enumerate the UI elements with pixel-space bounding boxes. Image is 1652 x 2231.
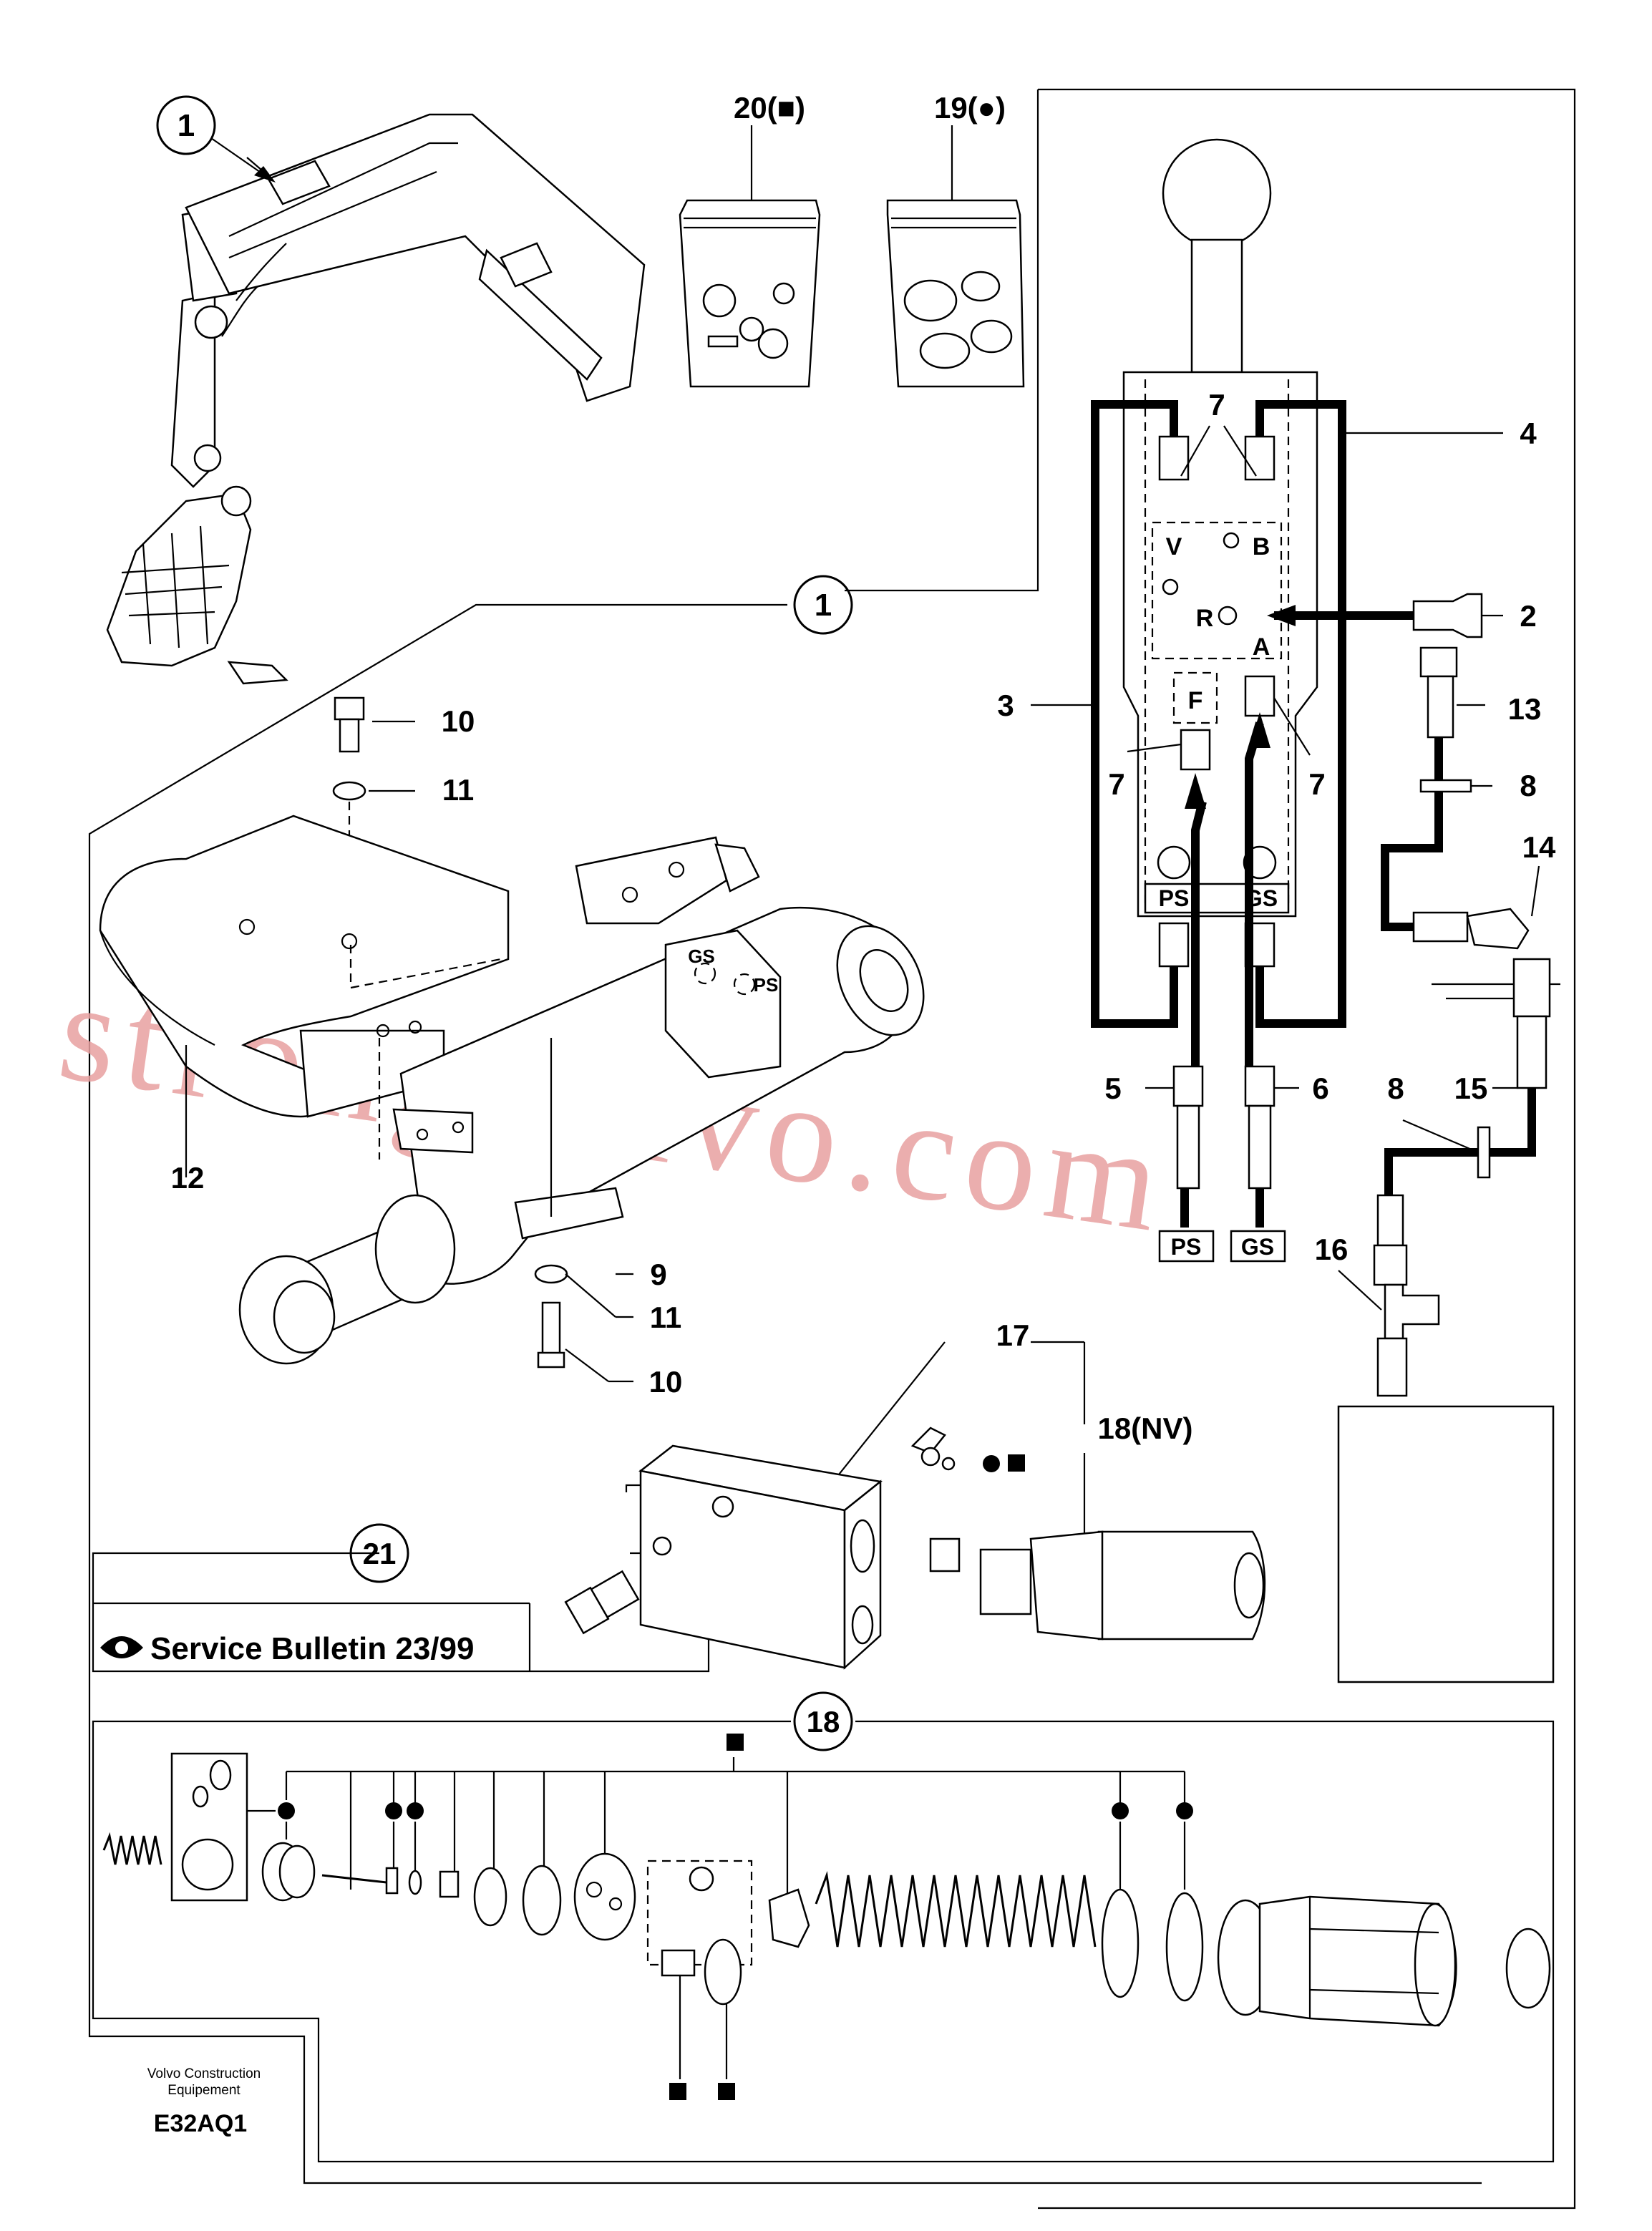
svg-text:19(●): 19(●) bbox=[934, 91, 1006, 125]
kit-20-bag: 20(■) bbox=[679, 91, 821, 388]
svg-text:3: 3 bbox=[997, 689, 1014, 722]
valve-labels: 4 2 3 7 7 7 13 8 14 5 6 8 15 16 bbox=[997, 388, 1556, 1311]
svg-text:R: R bbox=[1196, 605, 1214, 632]
svg-text:7: 7 bbox=[1108, 767, 1124, 801]
callout-1-middle: 1 bbox=[793, 575, 853, 635]
svg-text:1: 1 bbox=[178, 108, 195, 143]
svg-text:20(■): 20(■) bbox=[734, 91, 805, 125]
svg-text:11: 11 bbox=[650, 1301, 681, 1334]
svg-text:13: 13 bbox=[1508, 692, 1542, 726]
svg-text:GS: GS bbox=[1241, 1234, 1274, 1260]
frame-lines bbox=[88, 88, 1576, 2210]
svg-text:9: 9 bbox=[650, 1258, 666, 1291]
callout-1-top: 1 bbox=[156, 95, 276, 183]
svg-text:10: 10 bbox=[649, 1365, 683, 1399]
control-valve: V B R A F PS GS bbox=[1122, 138, 1318, 968]
svg-text:7: 7 bbox=[1208, 388, 1225, 422]
svg-text:A: A bbox=[1253, 633, 1270, 661]
relief-valve-block: 17 18(NV) bbox=[564, 1318, 1266, 1670]
svg-text:PS: PS bbox=[754, 974, 779, 996]
excavator-arm-illustration bbox=[106, 113, 646, 685]
hydraulic-lines bbox=[1091, 400, 1536, 1228]
kit-19-bag: 19(●) bbox=[886, 91, 1025, 388]
hose-5-and-6: PS GS bbox=[1158, 1065, 1286, 1263]
svg-text:5: 5 bbox=[1104, 1071, 1121, 1105]
svg-text:F: F bbox=[1188, 687, 1203, 714]
svg-text:15: 15 bbox=[1454, 1071, 1488, 1105]
svg-text:8: 8 bbox=[1387, 1071, 1404, 1105]
svg-text:18(NV): 18(NV) bbox=[1097, 1411, 1192, 1445]
svg-text:17: 17 bbox=[996, 1318, 1030, 1352]
footer-block: Volvo Construction Equipement E32AQ1 bbox=[147, 2066, 261, 2137]
svg-text:11: 11 bbox=[442, 773, 474, 807]
svg-text:7: 7 bbox=[1308, 767, 1325, 801]
svg-text:V: V bbox=[1166, 533, 1182, 560]
service-bulletin-text: Service Bulletin 23/99 bbox=[150, 1631, 474, 1666]
fitting-chain bbox=[1337, 593, 1560, 1683]
svg-text:PS: PS bbox=[1171, 1234, 1202, 1260]
service-bulletin-box: 21 Service Bulletin 23/99 bbox=[100, 1523, 474, 1666]
kit-18-exploded: 18 bbox=[102, 1691, 1551, 2100]
svg-text:4: 4 bbox=[1520, 417, 1537, 450]
svg-text:6: 6 bbox=[1312, 1071, 1328, 1105]
svg-text:8: 8 bbox=[1520, 769, 1536, 802]
svg-text:12: 12 bbox=[171, 1161, 205, 1195]
svg-text:21: 21 bbox=[363, 1537, 397, 1570]
svg-text:14: 14 bbox=[1522, 830, 1556, 864]
svg-text:10: 10 bbox=[442, 704, 475, 738]
drawing-code: E32AQ1 bbox=[154, 2110, 247, 2137]
svg-text:Equipement: Equipement bbox=[167, 2083, 240, 2098]
svg-text:18: 18 bbox=[807, 1705, 840, 1739]
svg-text:PS: PS bbox=[1159, 885, 1190, 911]
svg-text:16: 16 bbox=[1315, 1233, 1349, 1266]
svg-text:B: B bbox=[1253, 533, 1270, 560]
sensor-bracket-assembly: 10 11 GS PS bbox=[99, 696, 925, 1399]
svg-text:1: 1 bbox=[815, 588, 832, 623]
svg-text:2: 2 bbox=[1520, 599, 1536, 633]
svg-text:Volvo Construction: Volvo Construction bbox=[147, 2066, 261, 2081]
